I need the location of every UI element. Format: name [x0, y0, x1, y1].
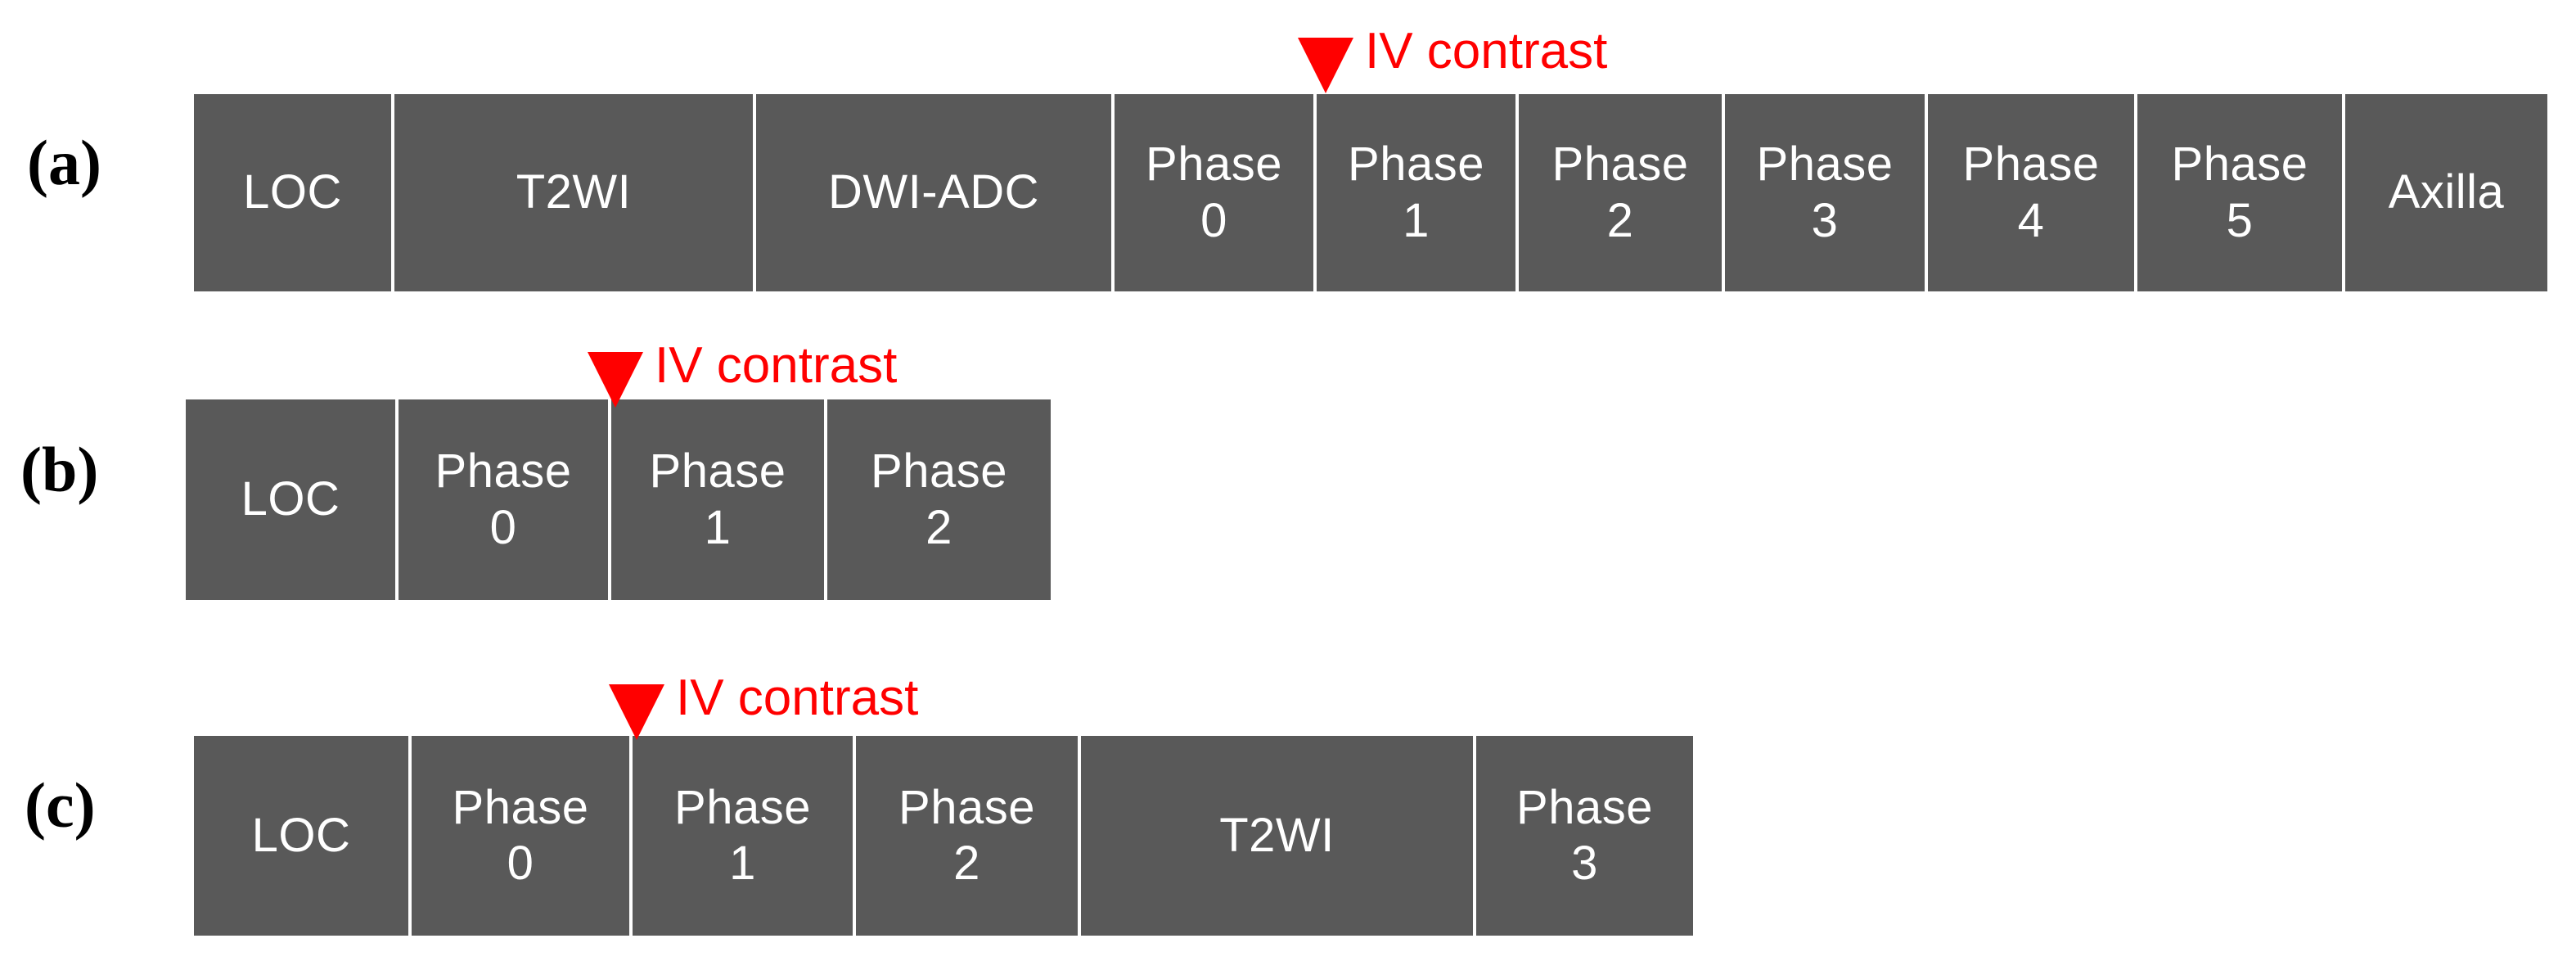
down-triangle-icon: [588, 352, 643, 408]
down-triangle-icon: [609, 684, 664, 740]
iv-contrast-marker: IV contrast: [588, 341, 897, 408]
sequence-cell[interactable]: Axilla: [2345, 94, 2547, 291]
sequence-cell[interactable]: DWI-ADC: [756, 94, 1115, 291]
sequence-cell[interactable]: LOC: [194, 94, 394, 291]
sequence-cell-label: LOC: [251, 808, 351, 862]
sequence-cell-label: Phase: [435, 444, 572, 499]
panel-label: (a): [27, 127, 101, 198]
sequence-cell-label: Phase: [1516, 780, 1653, 834]
iv-contrast-label: IV contrast: [1365, 23, 1608, 79]
sequence-cell-label: Phase: [1756, 138, 1894, 192]
sequence-cell-label: Axilla: [2388, 165, 2505, 219]
iv-contrast-label: IV contrast: [676, 670, 919, 726]
sequence-cell-index: 0: [1200, 193, 1227, 247]
down-triangle-icon: [1298, 38, 1353, 93]
sequence-cell[interactable]: T2WI: [1081, 736, 1476, 936]
sequence-cell-index: 3: [1571, 837, 1598, 890]
sequence-cell[interactable]: T2WI: [394, 94, 756, 291]
sequence-cell-index: 3: [1811, 193, 1839, 247]
sequence-cell-label: Phase: [1348, 138, 1484, 192]
sequence-cell-label: Phase: [1962, 138, 2100, 192]
sequence-cell-label: Phase: [898, 780, 1035, 834]
sequence-cell-label: Phase: [674, 780, 811, 834]
iv-contrast-marker: IV contrast: [1298, 26, 1607, 93]
sequence-cell-index: 2: [1606, 193, 1634, 247]
sequence-cell-index: 0: [507, 837, 534, 890]
sequence-cell-index: 0: [489, 500, 517, 554]
sequence-cell-label: Phase: [1551, 138, 1689, 192]
sequence-cell-index: 1: [1403, 193, 1430, 247]
sequence-cell[interactable]: LOC: [186, 399, 399, 600]
sequence-cell-label: DWI-ADC: [827, 165, 1039, 219]
sequence-cell-label: Phase: [2171, 138, 2308, 192]
sequence-cell-label: Phase: [452, 780, 589, 834]
iv-contrast-label: IV contrast: [655, 337, 898, 394]
panel-label: (c): [25, 769, 96, 841]
sequence-cell-label: Phase: [871, 444, 1007, 499]
sequence-cell-index: 1: [729, 837, 756, 890]
iv-contrast-marker: IV contrast: [609, 673, 918, 740]
sequence-cell-index: 1: [704, 500, 732, 554]
sequence-cell-index: 2: [953, 837, 980, 890]
sequence-cell-label: LOC: [241, 472, 340, 526]
sequence-cell-index: 5: [2226, 193, 2254, 247]
sequence-cell-label: T2WI: [1219, 808, 1335, 862]
sequence-cell-label: Phase: [1146, 138, 1282, 192]
sequence-cell-label: T2WI: [516, 165, 632, 219]
sequence-cell-label: Phase: [649, 444, 786, 499]
sequence-cell-index: 4: [2017, 193, 2045, 247]
sequence-cell-label: LOC: [243, 165, 342, 219]
sequence-cell-index: 2: [925, 500, 952, 554]
sequence-cell[interactable]: LOC: [194, 736, 412, 936]
panel-label: (b): [20, 434, 99, 505]
